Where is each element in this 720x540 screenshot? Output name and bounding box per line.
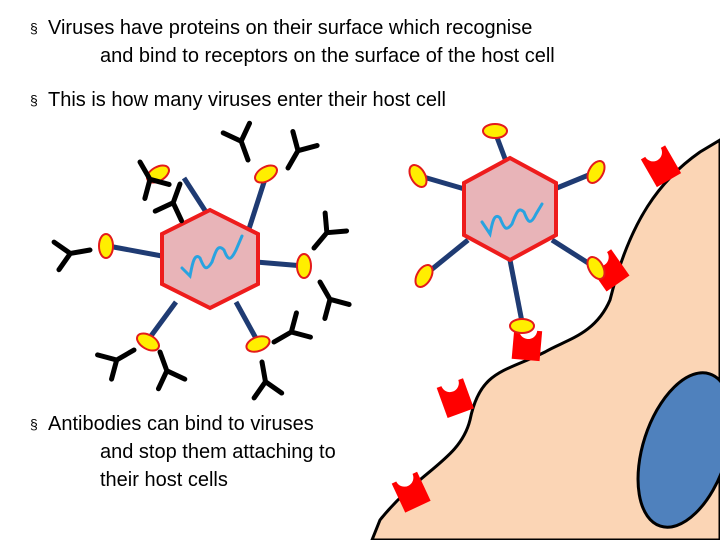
antibody: [137, 159, 172, 201]
surface-protein: [586, 256, 606, 280]
nucleus: [636, 371, 720, 529]
bullet-text-line-2: and bind to receptors on the surface of …: [100, 45, 555, 67]
surface-protein: [408, 164, 428, 188]
surface-protein: [586, 160, 606, 184]
viral-genome: [180, 234, 244, 280]
virus-attaching: [408, 123, 606, 334]
surface-protein: [482, 123, 508, 139]
bullet-marker: §: [30, 92, 38, 108]
bullet-text-line-2: and stop them attaching to: [100, 441, 336, 463]
bullet-marker: §: [30, 20, 38, 36]
surface-protein: [254, 164, 278, 184]
surface-protein: [245, 335, 271, 353]
surface-protein: [509, 318, 535, 334]
bullet-virus-proteins: § Viruses have proteins on their surface…: [30, 16, 670, 70]
host-receptor: [640, 143, 682, 188]
antibody: [152, 181, 185, 224]
virus-neutralised: [98, 164, 312, 353]
antibody: [311, 210, 350, 251]
virus-capsid: [160, 207, 260, 311]
host-receptor: [391, 468, 431, 513]
bullet-marker: §: [30, 416, 38, 432]
bullet-text-line-1: Antibodies can bind to viruses: [48, 413, 314, 435]
antibody: [251, 359, 285, 401]
bullet-virus-entry: § This is how many viruses enter their h…: [30, 88, 630, 114]
antibody: [285, 129, 320, 171]
surface-protein: [414, 264, 434, 288]
virus-capsid: [462, 155, 558, 263]
bullet-antibodies: § Antibodies can bind to viruses and sto…: [30, 412, 390, 494]
surface-protein: [296, 253, 312, 279]
host-cell: [370, 138, 720, 540]
bullet-text-line-3: their host cells: [100, 469, 228, 491]
antibody: [95, 347, 137, 382]
antibody: [271, 310, 313, 345]
antibody: [155, 349, 188, 392]
bullet-text-line-1: Viruses have proteins on their surface w…: [48, 17, 533, 39]
antibody: [51, 239, 93, 273]
surface-protein: [136, 332, 160, 352]
host-receptor: [436, 374, 474, 418]
surface-protein: [98, 233, 114, 259]
bullet-text-line-1: This is how many viruses enter their hos…: [48, 89, 446, 111]
viral-genome: [480, 202, 544, 238]
antibody: [317, 279, 352, 321]
antibody: [220, 120, 253, 163]
